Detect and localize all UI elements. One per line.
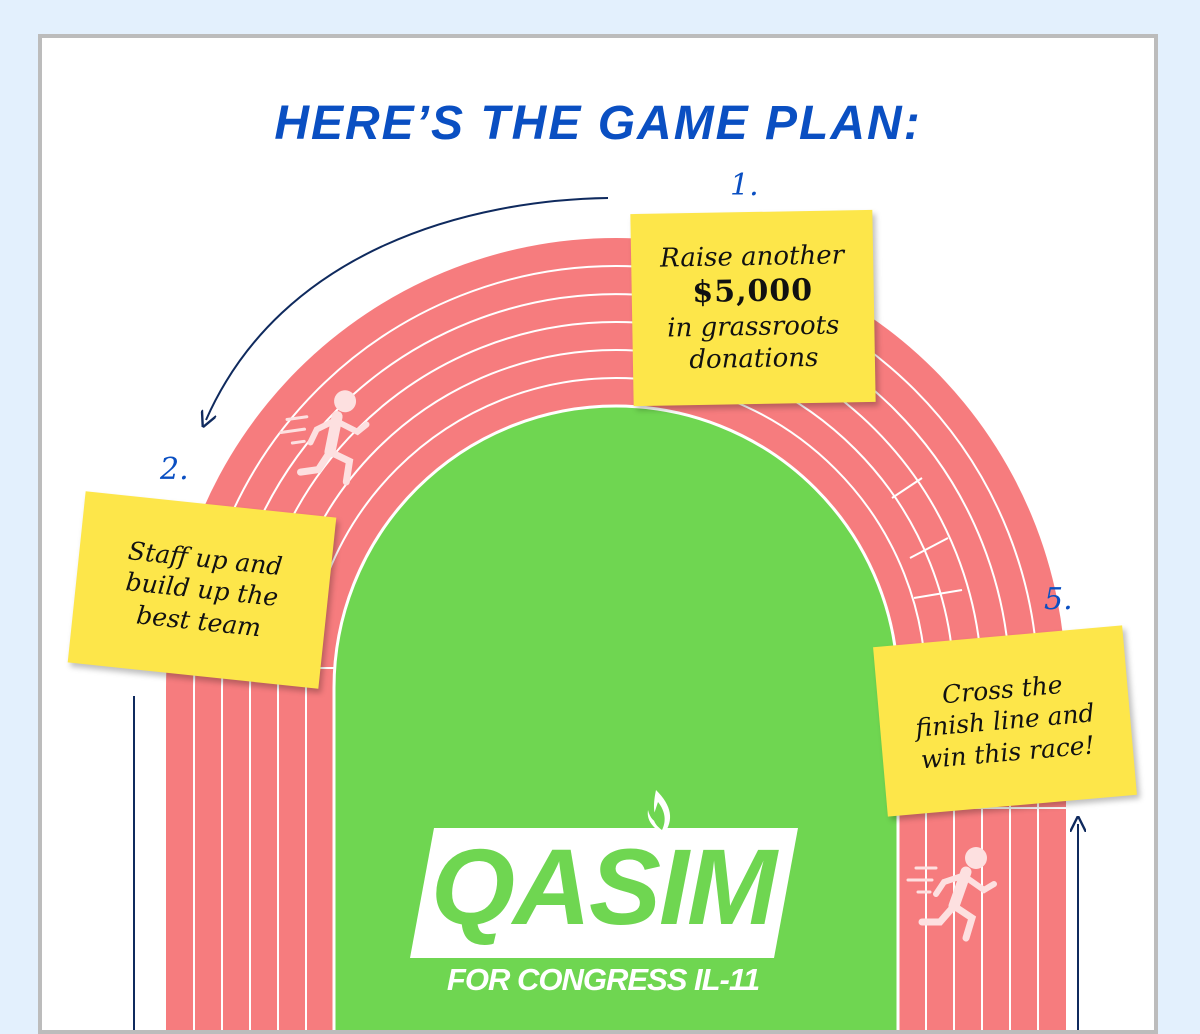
sticky-note-step-1: Raise another $5,000 in grassroots donat… [630, 209, 876, 407]
note-line: Raise another [659, 239, 845, 274]
step-number-1: 1. [730, 168, 759, 203]
torch-flame-icon [647, 790, 671, 834]
note-line: donations [689, 342, 819, 376]
logo-badge [410, 828, 798, 958]
game-plan-card: HERE’S THE GAME PLAN: [38, 34, 1158, 1034]
step-number-2: 2. [160, 452, 189, 487]
note-line: in grassroots [667, 309, 840, 343]
sticky-note-step-2: Staff up and build up the best team [67, 491, 337, 689]
campaign-logo-subtitle: FOR CONGRESS IL-11 [446, 962, 760, 997]
note-line-amount: $5,000 [691, 272, 814, 311]
campaign-logo-name: QASIM [430, 826, 777, 947]
runner-icon [279, 390, 370, 486]
page-title: HERE’S THE GAME PLAN: [274, 97, 922, 150]
step-number-5: 5. [1044, 582, 1073, 617]
running-track-illustration [133, 197, 1154, 1030]
runner-icon [906, 847, 997, 942]
sticky-note-step-5: Cross the finish line and win this race! [873, 625, 1137, 817]
arrow-icon [206, 197, 609, 420]
